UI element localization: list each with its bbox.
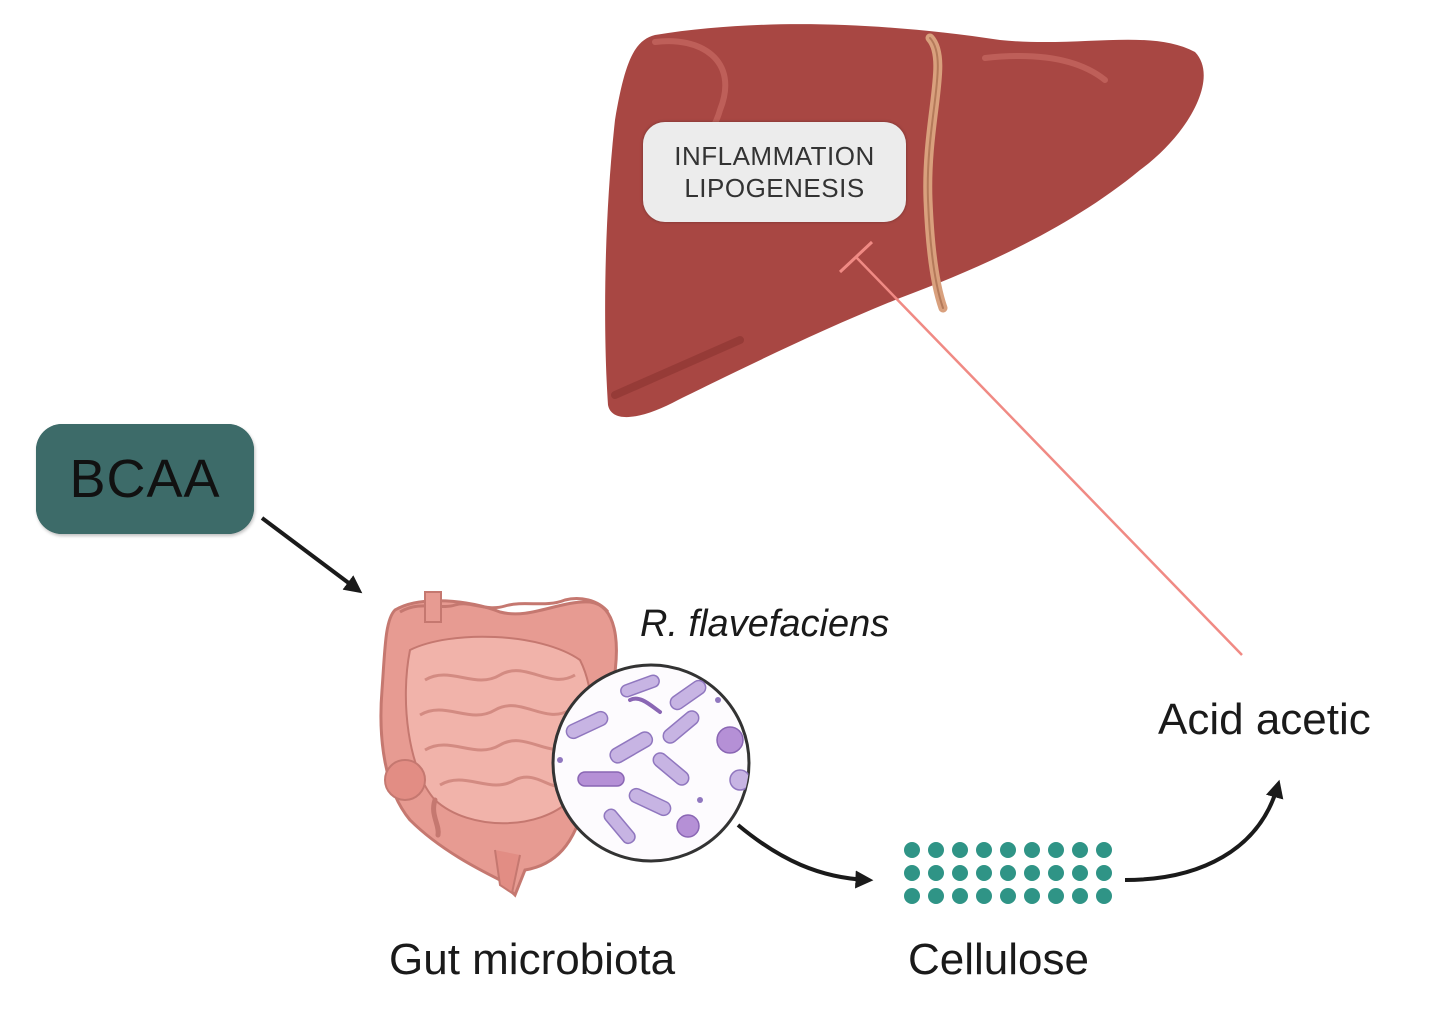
- cellulose-dot: [952, 865, 968, 881]
- cellulose-dot: [952, 888, 968, 904]
- intestine-icon: [379, 591, 618, 898]
- arrow-microbiota-to-cellulose: [736, 823, 874, 889]
- cellulose-icon: [904, 842, 1112, 904]
- cellulose-dot: [1096, 842, 1112, 858]
- cellulose-dot: [976, 842, 992, 858]
- cellulose-dot: [976, 865, 992, 881]
- inhibition-line: [838, 240, 1243, 656]
- cellulose-dot: [928, 865, 944, 881]
- cellulose-dot: [1024, 865, 1040, 881]
- arrow-cellulose-to-acetic-acid: [1124, 779, 1284, 882]
- cellulose-dot: [1072, 865, 1088, 881]
- liver-effect-lipogenesis: LIPOGENESIS: [684, 173, 865, 203]
- liver-effects-box: INFLAMMATION LIPOGENESIS: [643, 122, 906, 222]
- liver-effect-inflammation: INFLAMMATION: [674, 141, 875, 171]
- cellulose-dot: [1000, 888, 1016, 904]
- bacteria-lens: [551, 663, 751, 863]
- cellulose-dot: [1072, 888, 1088, 904]
- cellulose-dot: [1072, 842, 1088, 858]
- cellulose-dot: [1024, 842, 1040, 858]
- bcaa-box: BCAA: [36, 424, 254, 534]
- bcaa-label: BCAA: [69, 449, 221, 509]
- cellulose-dot: [1024, 888, 1040, 904]
- cellulose-dot: [904, 842, 920, 858]
- cellulose-dot: [1048, 842, 1064, 858]
- cellulose-dot: [952, 842, 968, 858]
- cellulose-dot: [1096, 888, 1112, 904]
- cellulose-dot: [1048, 888, 1064, 904]
- cellulose-dot: [928, 842, 944, 858]
- gut-microbiota-label: Gut microbiota: [389, 935, 676, 984]
- arrow-bcaa-to-gut: [260, 516, 363, 594]
- cellulose-dot: [928, 888, 944, 904]
- bacteria-species-label: R. flavefaciens: [640, 603, 890, 645]
- cellulose-dot: [1000, 842, 1016, 858]
- cellulose-dot: [1096, 865, 1112, 881]
- cellulose-dot: [904, 888, 920, 904]
- cellulose-label: Cellulose: [908, 935, 1089, 984]
- cellulose-dot: [904, 865, 920, 881]
- acetic-acid-label: Acid acetic: [1158, 695, 1371, 744]
- cellulose-dot: [1000, 865, 1016, 881]
- cellulose-dot: [976, 888, 992, 904]
- cellulose-dot: [1048, 865, 1064, 881]
